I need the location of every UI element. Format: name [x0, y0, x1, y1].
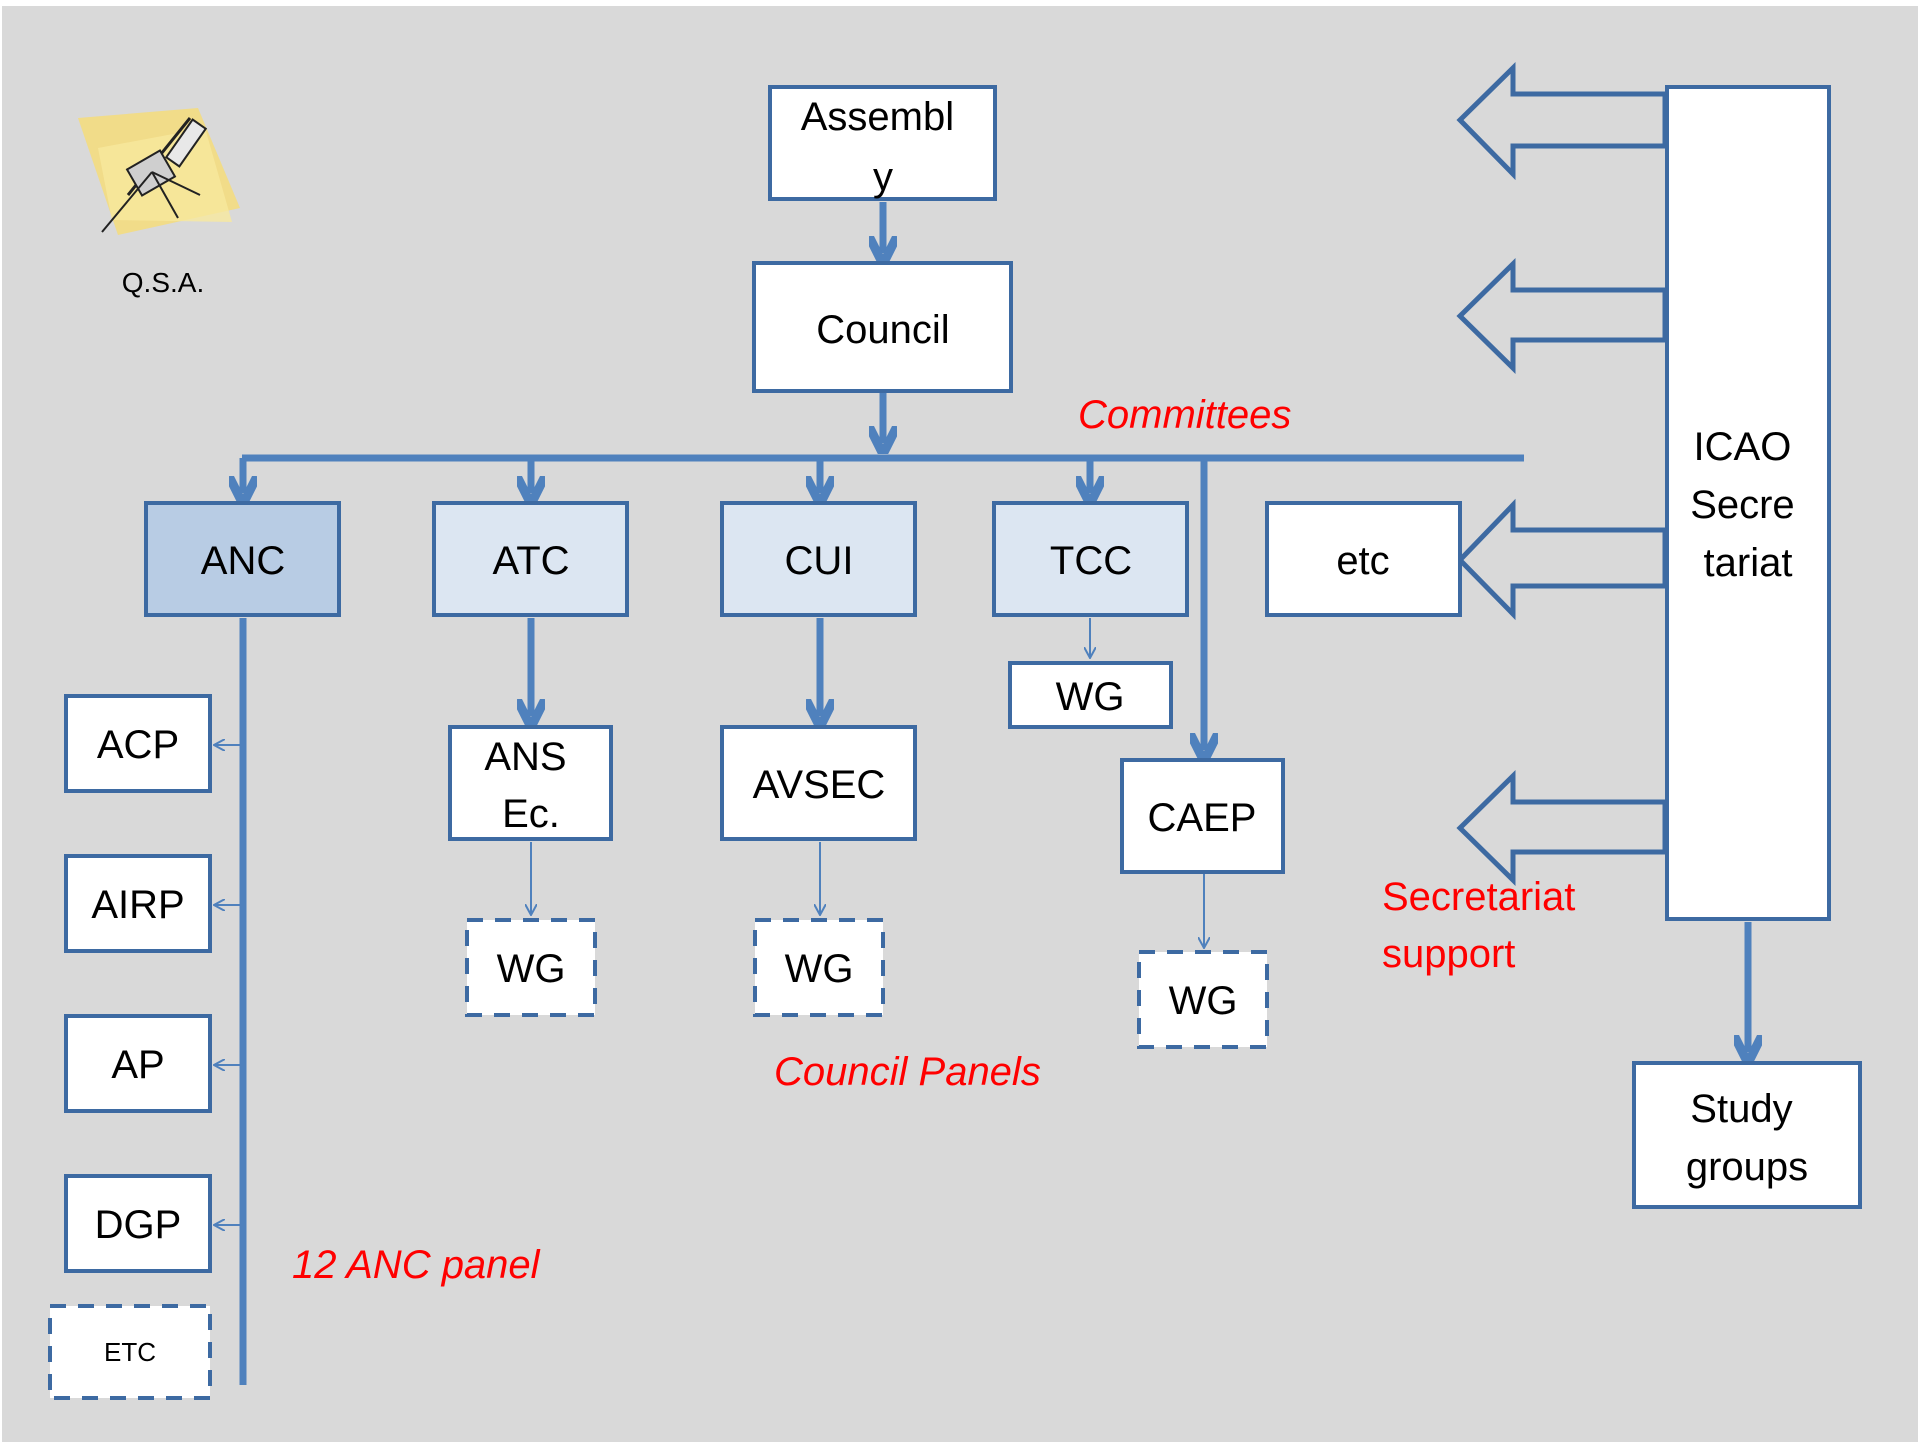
satellite-icon — [78, 108, 240, 235]
wg-tcc-label: WG — [1056, 675, 1125, 719]
ans-ec-line2: Ec. — [502, 792, 560, 836]
council-box — [752, 261, 1013, 393]
ans-ec-line1: ANS — [484, 735, 566, 779]
secretariat-support-line2: support — [1382, 932, 1515, 976]
caep-label: CAEP — [1148, 796, 1257, 840]
anc-label: ANC — [201, 539, 285, 583]
study-groups-line2: groups — [1686, 1145, 1808, 1189]
atc-box — [432, 501, 629, 617]
cui-box — [720, 501, 917, 617]
wg-tcc-box — [1008, 661, 1173, 729]
avsec-label: AVSEC — [753, 763, 886, 807]
secretariat-arrow-2 — [1456, 258, 1668, 374]
wg-avsec-label: WG — [785, 947, 854, 991]
committees-annotation: Committees — [1078, 393, 1291, 437]
anc-box — [144, 501, 341, 617]
etc-committee-label: etc — [1336, 539, 1389, 583]
atc-label: ATC — [492, 539, 569, 583]
wg-ans-label: WG — [497, 947, 566, 991]
ap-box — [64, 1014, 212, 1113]
etc-panel-label: ETC — [104, 1337, 156, 1367]
ans-ec-label: ANS Ec. — [484, 735, 577, 836]
secretariat-arrow-1 — [1456, 62, 1668, 181]
icao-secretariat-box — [1665, 85, 1831, 921]
study-groups-label: Study groups — [1686, 1087, 1808, 1189]
airp-label: AIRP — [91, 883, 184, 927]
cui-label: CUI — [785, 539, 854, 583]
study-groups-box — [1632, 1061, 1862, 1209]
etc-committee-box — [1265, 501, 1462, 617]
assembly-label-line2: y — [873, 155, 893, 199]
tcc-box — [992, 501, 1189, 617]
acp-box — [64, 694, 212, 793]
assembly-box — [768, 85, 997, 201]
secretariat-support-line1: Secretariat — [1382, 875, 1575, 919]
secretariat-arrow-4 — [1456, 770, 1668, 886]
council-panels-annotation: Council Panels — [774, 1050, 1041, 1094]
secretariat-arrow-3 — [1456, 498, 1668, 621]
tcc-label: TCC — [1050, 539, 1132, 583]
diagram-background — [2, 6, 1918, 1442]
study-groups-line1: Study — [1690, 1087, 1792, 1131]
assembly-label-line1: Assembl — [801, 95, 954, 139]
secretariat-support-annotation: Secretariat support — [1382, 875, 1587, 976]
ans-ec-box — [448, 725, 613, 841]
icao-secretariat-line2: Secre — [1690, 483, 1795, 527]
wg-caep-label: WG — [1169, 979, 1238, 1023]
icao-secretariat-line3: tariat — [1704, 541, 1793, 585]
assembly-label: Assembl y — [801, 95, 966, 199]
anc-panel-annotation: 12 ANC panel — [292, 1243, 541, 1287]
etc-panel-box — [48, 1304, 212, 1400]
icao-secretariat-line1: ICAO — [1694, 425, 1792, 469]
wg-caep-box — [1137, 950, 1269, 1049]
dgp-box — [64, 1174, 212, 1273]
avsec-box — [720, 725, 917, 841]
caep-box — [1120, 758, 1285, 874]
acp-label: ACP — [97, 723, 179, 767]
ap-label: AP — [111, 1043, 164, 1087]
council-label: Council — [816, 308, 949, 352]
logo-caption: Q.S.A. — [122, 267, 204, 298]
wg-ans-box — [465, 918, 597, 1017]
wg-avsec-box — [753, 918, 885, 1017]
dgp-label: DGP — [95, 1203, 182, 1247]
airp-box — [64, 854, 212, 953]
icao-secretariat-label: ICAO Secre tariat — [1690, 425, 1806, 585]
